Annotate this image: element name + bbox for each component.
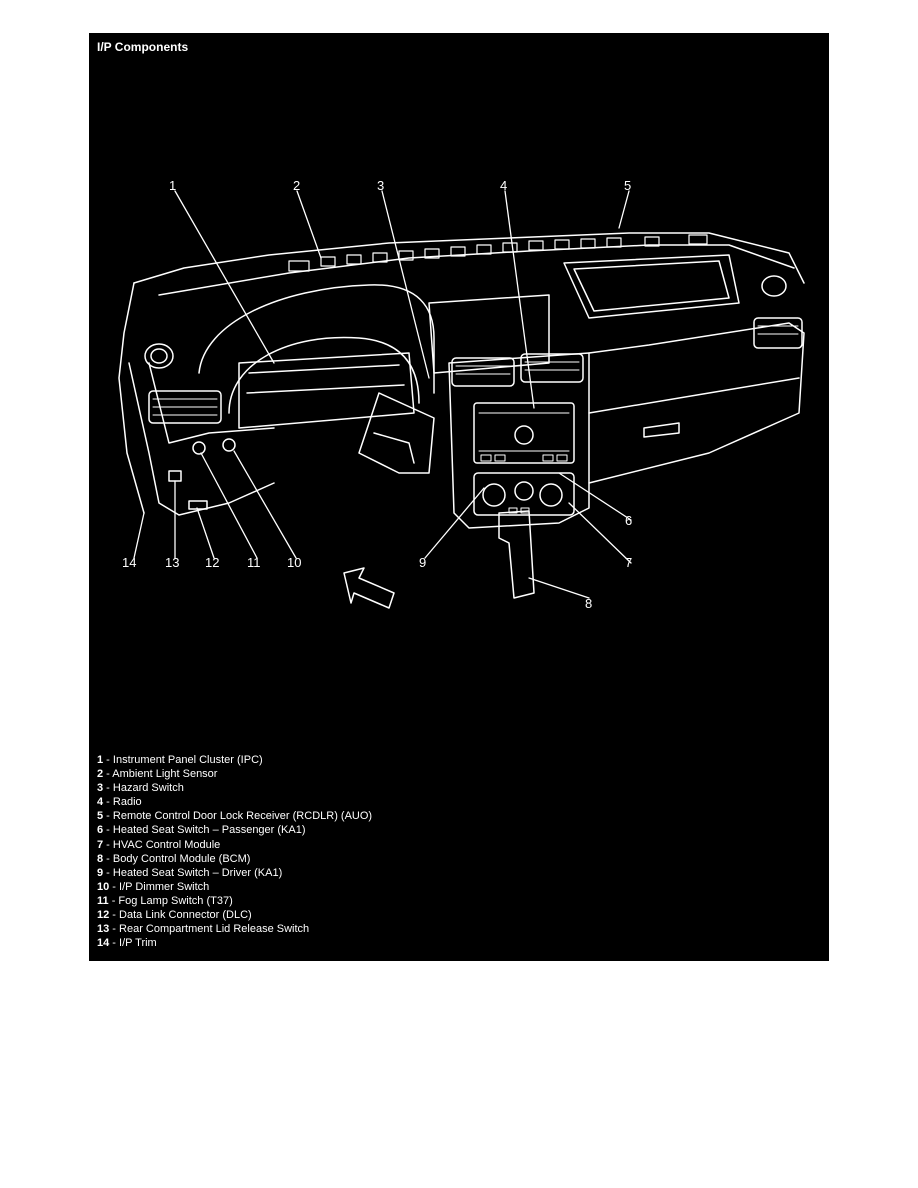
callout-number: 13: [165, 555, 179, 570]
leader-lines: [133, 190, 632, 599]
defroster-strip: [158, 244, 795, 296]
callout-number: 11: [247, 555, 261, 570]
legend-row: 1 - Instrument Panel Cluster (IPC): [97, 754, 263, 766]
trunk-release-switch: [168, 470, 182, 482]
left-end-cap: [118, 282, 145, 514]
callout-numbers: 1 2 3 4 5 6 7 8 9 10 11 12 13 14: [122, 178, 632, 611]
legend: 1 - Instrument Panel Cluster (IPC) 2 - A…: [97, 753, 372, 950]
callout-number: 6: [625, 513, 632, 528]
hvac-control: [473, 472, 575, 516]
left-round-vent: [144, 343, 174, 369]
dashboard-diagram: 1 2 3 4 5 6 7 8 9 10 11 12 13 14: [118, 178, 805, 611]
legend-row: 14 - I/P Trim: [97, 937, 157, 950]
callout-number: 10: [287, 555, 301, 570]
callout-number: 14: [122, 555, 136, 570]
steering-column: [358, 392, 435, 474]
dash-top-edge: [133, 232, 805, 284]
center-stack-top: [428, 294, 550, 374]
legend-row: 5 - Remote Control Door Lock Receiver (R…: [97, 810, 373, 823]
dimmer-switch: [222, 438, 236, 452]
center-vent-right: [520, 353, 584, 383]
fog-lamp-switch: [192, 441, 206, 455]
right-dash-face: [588, 322, 805, 484]
legend-row: 13 - Rear Compartment Lid Release Switch: [97, 923, 310, 936]
panel-title: I/P Components: [97, 40, 189, 54]
callout-number: 8: [585, 596, 592, 611]
callout-number: 9: [419, 555, 426, 570]
callout-number: 7: [625, 555, 632, 570]
left-rect-vent: [148, 390, 222, 424]
legend-row: 12 - Data Link Connector (DLC): [97, 909, 252, 922]
legend-row: 2 - Ambient Light Sensor: [97, 768, 218, 781]
legend-row: 3 - Hazard Switch: [97, 782, 184, 795]
legend-row: 10 - I/P Dimmer Switch: [97, 880, 210, 893]
upper-storage-bin: [563, 254, 740, 319]
cluster-gauges: [238, 352, 415, 429]
legend-row: 4 - Radio: [97, 796, 142, 809]
callout-number: 4: [500, 178, 507, 193]
legend-row: 11 - Fog Lamp Switch (T37): [97, 894, 233, 907]
callout-number: 3: [377, 178, 384, 193]
radio: [473, 402, 575, 464]
callout-number: 12: [205, 555, 219, 570]
glove-box-handle: [643, 422, 680, 438]
legend-row: 8 - Body Control Module (BCM): [97, 852, 251, 865]
callout-number: 1: [169, 178, 176, 193]
defroster-vents: [288, 234, 708, 272]
callout-number: 2: [293, 178, 300, 193]
callout-number: 5: [624, 178, 631, 193]
legend-row: 7 - HVAC Control Module: [97, 838, 221, 851]
center-vent-left: [451, 357, 515, 387]
center-stack: [448, 352, 590, 529]
diagram-panel: I/P Components: [89, 33, 829, 961]
orientation-arrow: [343, 567, 395, 609]
right-round-vent: [761, 275, 787, 297]
right-rect-vent: [753, 317, 803, 349]
legend-row: 6 - Heated Seat Switch – Passenger (KA1): [97, 824, 306, 837]
legend-row: 9 - Heated Seat Switch – Driver (KA1): [97, 866, 283, 879]
bcm-module: [498, 510, 535, 599]
left-lower-trim: [128, 362, 275, 516]
dlc-connector: [188, 500, 208, 510]
